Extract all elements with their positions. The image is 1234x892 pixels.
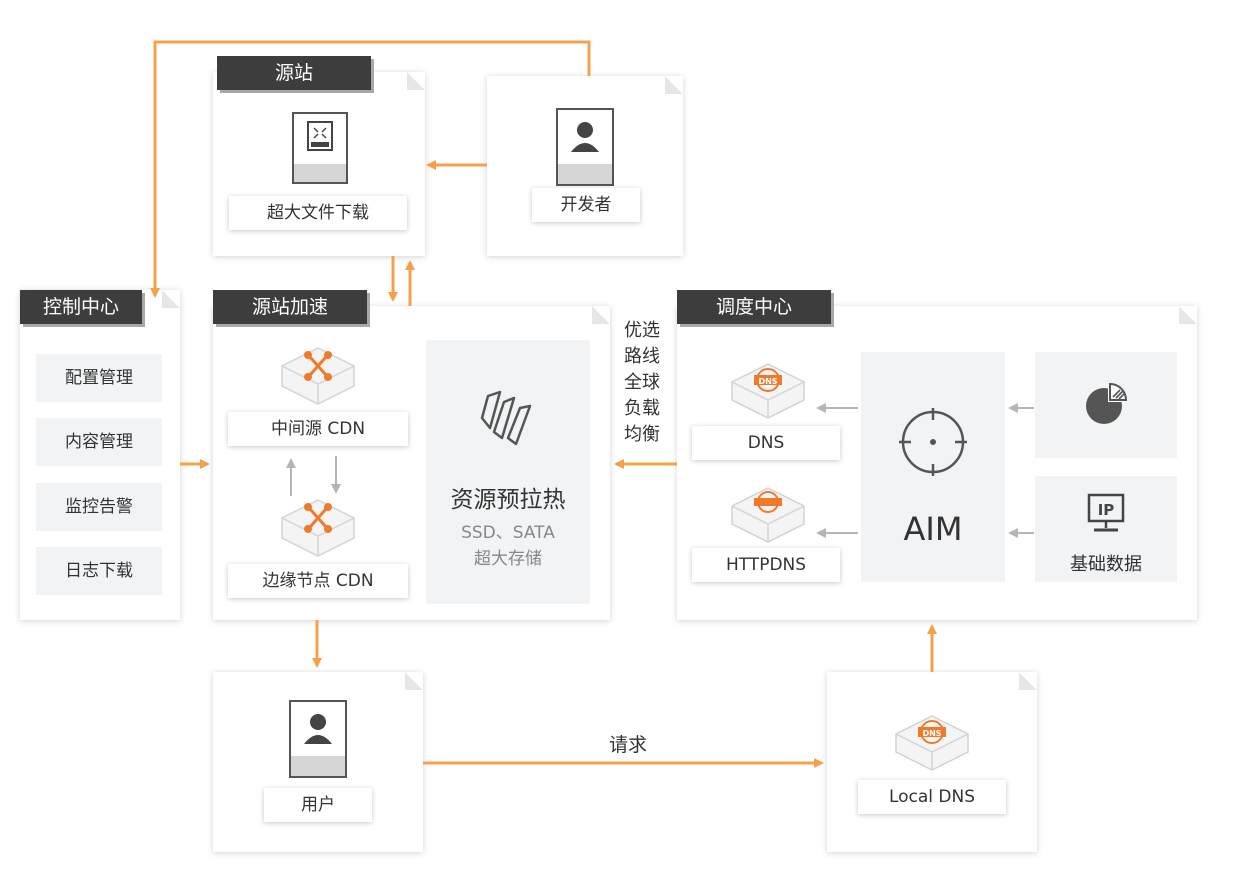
arrow-developer-to-control [150, 40, 591, 298]
routing-line: 均衡 [624, 424, 660, 445]
preheat-title: 资源预拉热 [450, 487, 566, 513]
dns-label: DNS [692, 426, 840, 460]
httpdns-icon [731, 487, 805, 543]
local-dns-icon: DNS [895, 715, 969, 771]
local-dns-label: Local DNS [858, 780, 1006, 814]
layers-icon [480, 390, 532, 446]
origin-accel-title: 源站加速 [213, 290, 367, 324]
request-label: 请求 [608, 734, 647, 756]
routing-line: 负载 [624, 398, 660, 419]
routing-line: 优选 [624, 320, 660, 341]
routing-line: 路线 [624, 346, 660, 367]
preheat-storage-line1: SSD、SATA [461, 523, 555, 543]
card-fold [162, 290, 180, 308]
origin-label: 超大文件下载 [229, 196, 407, 230]
routing-line: 全球 [624, 372, 660, 393]
card-fold [1019, 672, 1037, 690]
card-fold [1179, 306, 1197, 324]
edge-cdn-node-icon [281, 499, 355, 557]
card-fold [592, 306, 610, 324]
control-center-title: 控制中心 [20, 290, 142, 324]
control-item[interactable]: 日志下载 [36, 547, 162, 595]
httpdns-label: HTTPDNS [692, 548, 840, 582]
developer-avatar-icon [556, 108, 614, 186]
preheat-panel [426, 340, 590, 604]
user-avatar-icon [289, 700, 347, 778]
svg-text:DNS: DNS [922, 729, 941, 738]
user-label: 用户 [264, 788, 372, 822]
card-fold [665, 76, 683, 94]
aim-label: AIM [903, 510, 963, 548]
dispatch-title: 调度中心 [677, 290, 831, 324]
mid-cdn-node-icon [281, 347, 355, 405]
mid-cdn-label: 中间源 CDN [228, 412, 408, 446]
server-icon [292, 112, 348, 184]
ip-monitor-icon: IP [1087, 493, 1125, 532]
origin-title: 源站 [217, 56, 371, 90]
edge-cdn-label: 边缘节点 CDN [228, 564, 408, 598]
svg-text:DNS: DNS [758, 377, 777, 386]
basic-data-label: 基础数据 [1070, 554, 1142, 575]
control-item[interactable]: 监控告警 [36, 483, 162, 531]
local-dns-card [827, 672, 1037, 852]
control-item[interactable]: 内容管理 [36, 418, 162, 466]
developer-label: 开发者 [532, 188, 640, 222]
control-item[interactable]: 配置管理 [36, 354, 162, 402]
card-fold [407, 72, 425, 90]
crosshair-icon [899, 408, 967, 476]
preheat-storage-line2: 超大存储 [474, 549, 542, 569]
routing-text: 优选 路线 全球 负载 均衡 [612, 318, 672, 448]
dns-icon: DNS [731, 363, 805, 419]
svg-text:IP: IP [1098, 501, 1115, 519]
pie-chart-icon [1086, 382, 1128, 424]
card-fold [405, 672, 423, 690]
